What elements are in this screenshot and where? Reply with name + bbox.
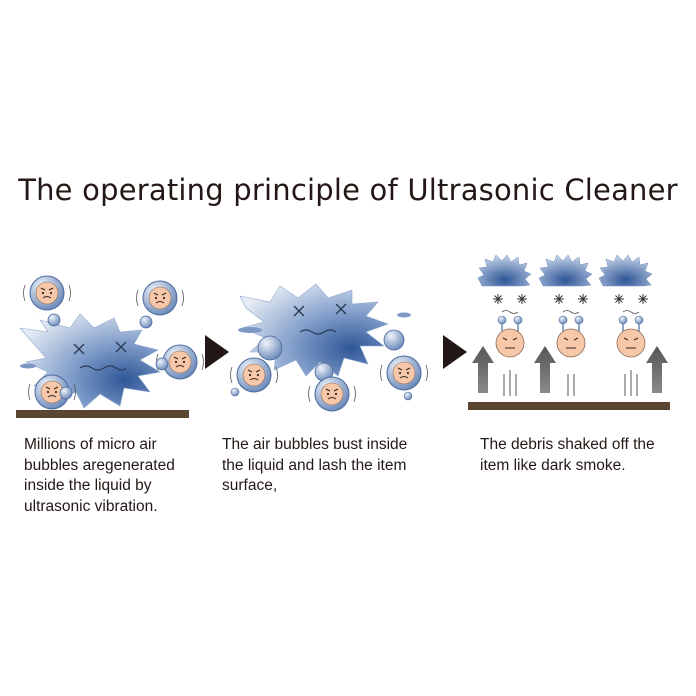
page-title: The operating principle of Ultrasonic Cl… xyxy=(18,173,678,207)
sparkle-icon xyxy=(493,294,527,304)
bubble-character-icon xyxy=(379,355,429,391)
up-arrow-icon xyxy=(534,346,556,393)
step-2-illustration xyxy=(229,283,429,412)
sparkle-icon xyxy=(614,294,648,304)
caption-line: The air bubbles bust inside xyxy=(222,436,408,453)
caption-line: bubbles aregenerated xyxy=(24,456,175,474)
caption-line: item like dark smoke. xyxy=(480,456,626,474)
bubble-character-icon xyxy=(229,357,279,393)
step-1-illustration xyxy=(16,275,205,418)
smoke-icon xyxy=(598,254,653,287)
bubble-character-icon xyxy=(135,280,185,316)
caption-line: surface, xyxy=(222,477,278,494)
item-surface xyxy=(16,410,189,418)
step-3-illustration xyxy=(468,254,670,410)
item-surface xyxy=(468,402,670,410)
bubble-character-icon xyxy=(307,376,357,412)
caption-line: Millions of micro air xyxy=(24,436,157,453)
up-arrow-icon xyxy=(646,346,668,393)
smoke-icon xyxy=(538,254,593,287)
smoke-icon xyxy=(477,254,532,287)
caption-line: The debris shaked off the xyxy=(480,436,655,453)
step-3-caption: The debris shaked off the item like dark… xyxy=(480,435,695,476)
step-2-caption: The air bubbles bust inside the liquid a… xyxy=(222,435,442,497)
play-arrow-icon xyxy=(205,335,229,369)
caption-line: ultrasonic vibration. xyxy=(24,497,158,515)
sparkle-icon xyxy=(554,294,588,304)
bubble-character-icon xyxy=(22,275,72,311)
step-1-caption: Millions of micro air bubbles aregenerat… xyxy=(24,435,204,517)
up-arrow-icon xyxy=(472,346,494,393)
caption-line: the liquid and lash the item xyxy=(222,456,407,474)
caption-line: inside the liquid by xyxy=(24,477,152,494)
play-arrow-icon xyxy=(443,335,467,369)
